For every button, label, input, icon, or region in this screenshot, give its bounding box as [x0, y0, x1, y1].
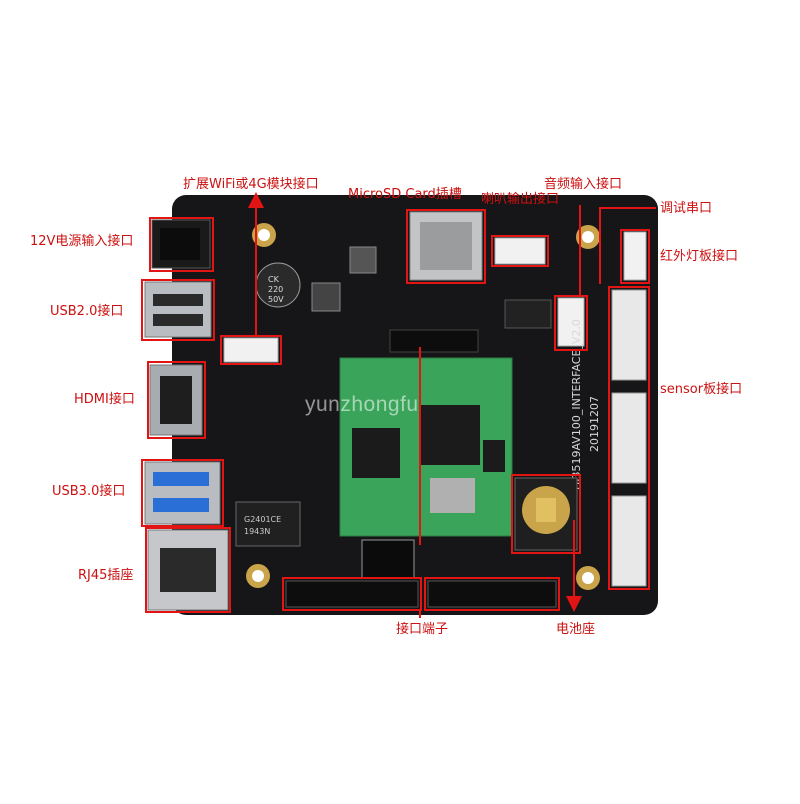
label-power-12v: 12V电源输入接口 [30, 234, 134, 249]
top-ic [504, 299, 552, 329]
leader-lines [248, 192, 656, 618]
speaker-connector [494, 237, 546, 265]
sensor-connector-2 [611, 392, 647, 484]
label-hdmi: HDMI接口 [74, 392, 135, 407]
label-rj45: RJ45插座 [78, 568, 134, 583]
label-speaker: 喇叭输出接口 [481, 192, 560, 207]
cap-label-3: 50V [268, 295, 284, 304]
usb2-port [144, 281, 212, 338]
label-battery: 电池座 [556, 622, 596, 637]
label-usb2: USB2.0接口 [50, 304, 124, 319]
label-usb3: USB3.0接口 [52, 484, 126, 499]
mounting-holes [246, 223, 600, 590]
cap-label-1: CK [268, 275, 280, 284]
inner-header [389, 329, 479, 353]
inductor-2 [349, 246, 377, 274]
magnetics-chip [235, 501, 301, 547]
reset-button [361, 539, 415, 579]
cap-label-2: 220 [268, 285, 283, 294]
wifi-connector [223, 337, 279, 363]
silk-date: 20191207 [588, 396, 601, 452]
audio-connector [557, 297, 585, 347]
callout-boxes [141, 209, 650, 613]
watermark: yunzhongfu [305, 393, 419, 416]
inductor [311, 282, 341, 312]
sensor-connector-1 [611, 289, 647, 381]
label-microsd: MicroSD Card插槽 [348, 187, 462, 202]
io-header-left [285, 580, 419, 608]
label-sensor: sensor板接口 [660, 382, 743, 397]
io-header-right [427, 580, 557, 608]
debug-connector [623, 231, 647, 281]
magnetics-label-2: 1943N [244, 527, 270, 536]
usb3-port [144, 461, 221, 525]
label-wifi-4g: 扩展WiFi或4G模块接口 [183, 177, 319, 192]
label-io-header: 接口端子 [396, 622, 449, 637]
label-ir-board: 红外灯板接口 [660, 249, 739, 264]
silk-title: HI3519AV100_INTERFACE_V2.0 [570, 319, 583, 490]
sensor-connector-3 [611, 495, 647, 587]
magnetics-label-1: G2401CE [244, 515, 281, 524]
label-debug: 调试串口 [660, 201, 713, 216]
label-audio-in: 音频输入接口 [544, 177, 623, 192]
